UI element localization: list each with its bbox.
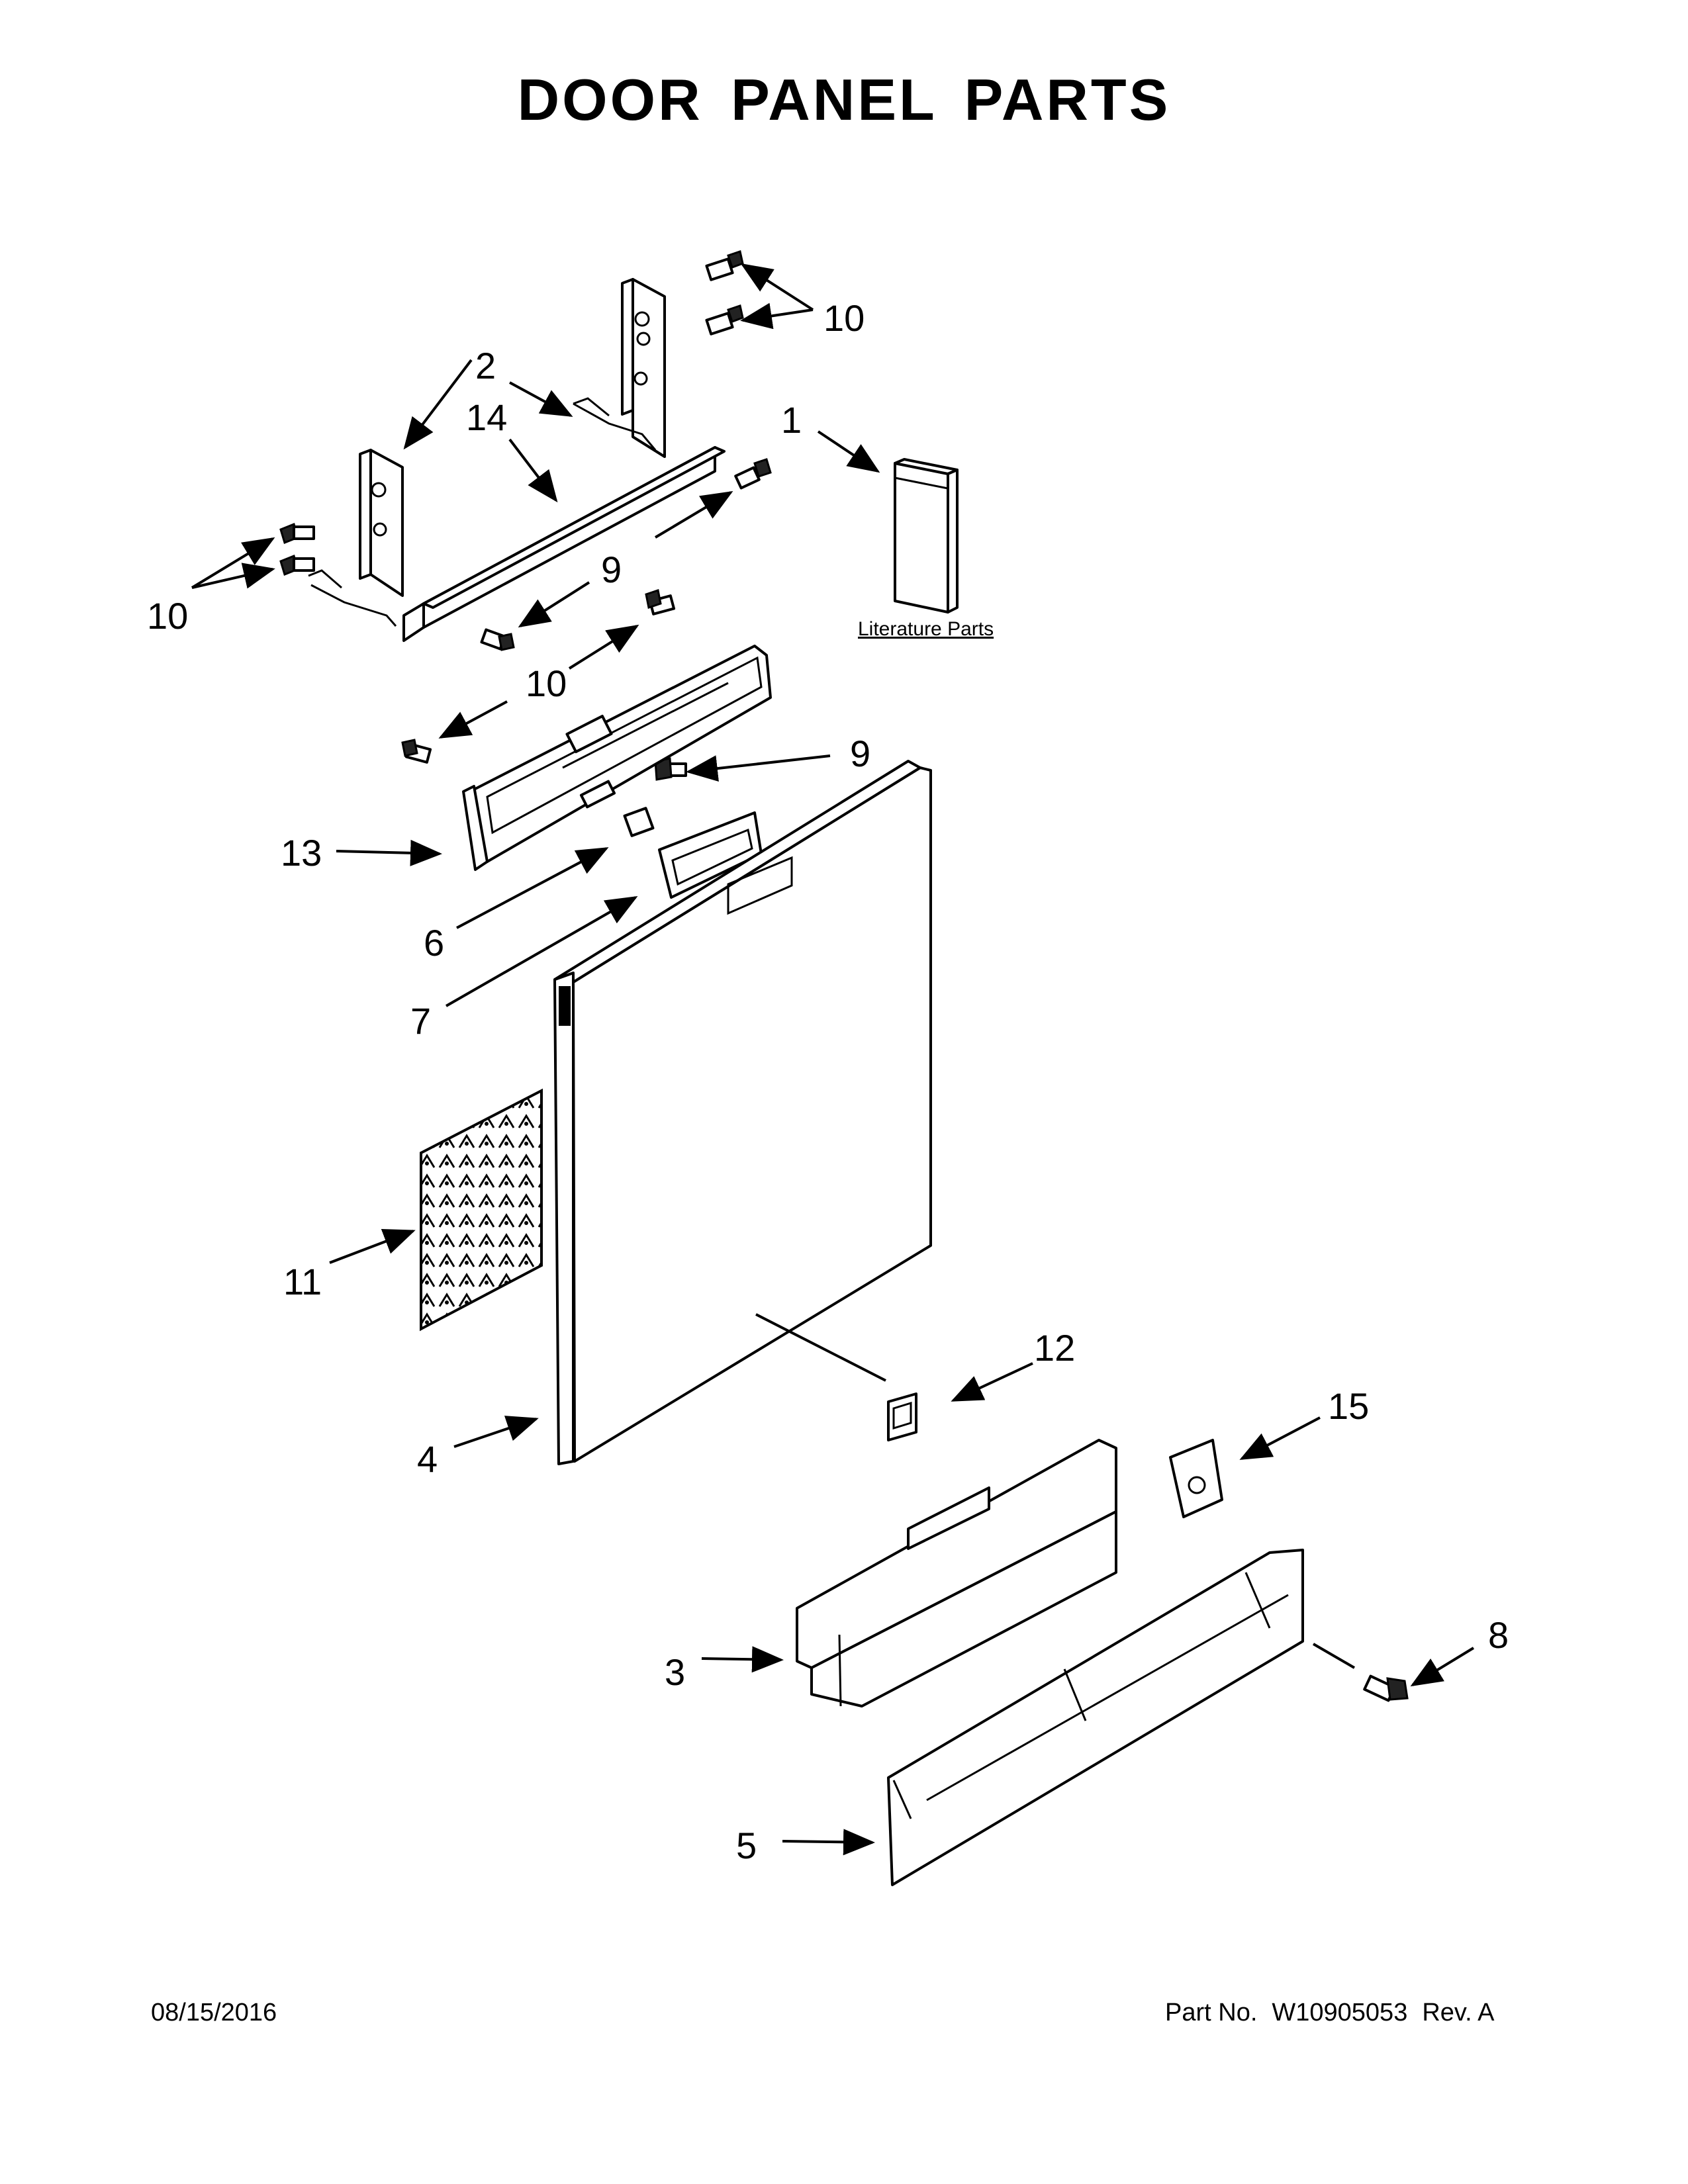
- callout-11: 11: [283, 1261, 322, 1302]
- callout-2: 2: [475, 345, 496, 387]
- revision: Rev. A: [1422, 1999, 1495, 2026]
- literature-parts-label: Literature Parts: [858, 618, 994, 640]
- part-number: W10905053: [1272, 1999, 1408, 2026]
- screw-10-top-b: [705, 304, 744, 336]
- screw-10-top-a: [705, 250, 744, 281]
- screw-10-left-a: [279, 522, 315, 545]
- callout-7: 7: [410, 1000, 431, 1042]
- callout-15: 15: [1328, 1385, 1369, 1427]
- screw-9-rail: [734, 458, 772, 490]
- leader-lines: [191, 263, 1475, 1856]
- right-mounting-bracket: [573, 278, 666, 458]
- callout-4: 4: [417, 1438, 438, 1480]
- bolt-8: [1363, 1674, 1409, 1702]
- callout-5: 5: [736, 1825, 757, 1866]
- callout-9-rail: 9: [601, 549, 622, 590]
- callout-9-console: 9: [850, 733, 870, 774]
- screw-9-console: [654, 757, 687, 781]
- callout-10-top: 10: [823, 297, 865, 339]
- screw-10-console-b: [401, 739, 432, 764]
- toe-kick-assembly: [796, 1439, 1117, 1707]
- callout-10-left: 10: [147, 595, 188, 637]
- screw-10-left-b: [279, 554, 315, 576]
- part-number-label: Part No.: [1165, 1999, 1258, 2026]
- screw-10-console-a: [645, 589, 676, 615]
- callout-1: 1: [781, 399, 802, 441]
- top-rail-bracket: [402, 446, 726, 642]
- callout-14: 14: [466, 396, 507, 438]
- left-mounting-bracket: [308, 449, 404, 627]
- callout-12: 12: [1034, 1327, 1075, 1369]
- latch-clip: [623, 807, 655, 837]
- literature-parts: Literature Parts: [858, 458, 994, 640]
- callout-8: 8: [1488, 1614, 1509, 1656]
- footer-date: 08/15/2016: [151, 1999, 277, 2026]
- lower-access-panel: [887, 1549, 1304, 1886]
- callout-6: 6: [424, 922, 444, 964]
- control-console: [462, 645, 772, 871]
- badge-part: [887, 1392, 917, 1441]
- insulation-mesh-panel: [420, 1088, 543, 1332]
- callout-3: 3: [665, 1651, 685, 1693]
- page-title: DOOR PANEL PARTS: [517, 67, 1171, 132]
- callout-13: 13: [281, 832, 322, 874]
- hinge-clip: [1169, 1439, 1223, 1518]
- screw-9-left: [480, 628, 515, 651]
- footer-part-info: Part No. W10905053 Rev. A: [1165, 1999, 1509, 2027]
- callout-10-console: 10: [526, 662, 567, 704]
- outer-door-panel: [553, 760, 932, 1465]
